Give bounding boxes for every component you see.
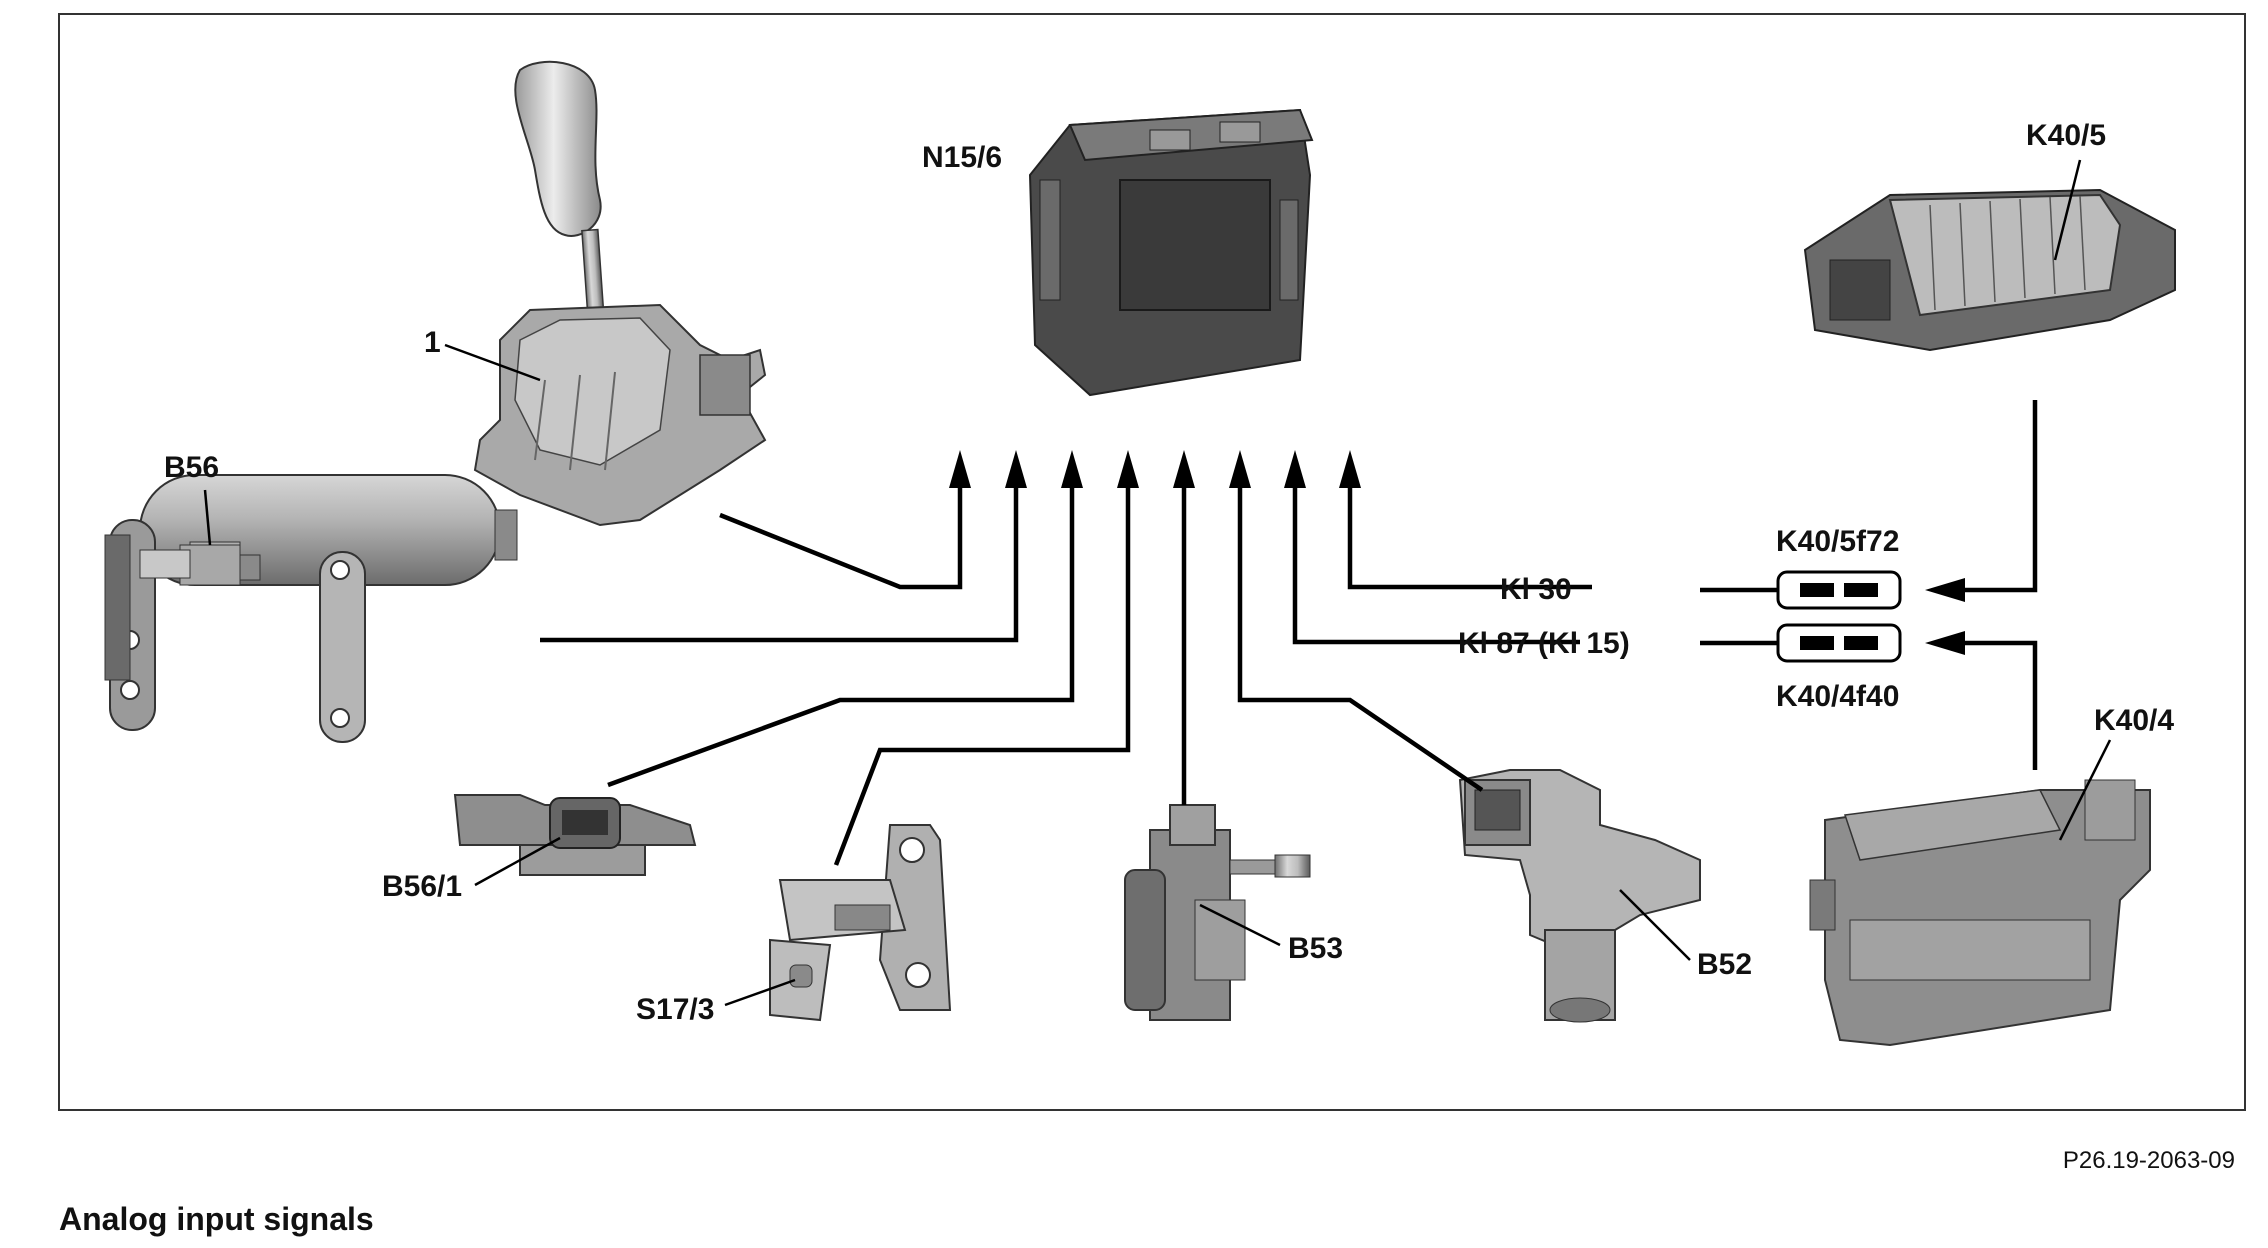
label-kl30: Kl 30 (1500, 573, 1572, 606)
arrowheads (949, 450, 1965, 655)
label-b53: B53 (1288, 932, 1343, 965)
fuse-k40-5f72-illustration (1776, 570, 1902, 610)
label-b56: B56 (164, 451, 219, 484)
diagram-frame (58, 13, 2246, 1111)
diagram-caption: Analog input signals (59, 1201, 374, 1237)
control-unit-n15-6-illustration (1028, 108, 1314, 397)
label-k40-5: K40/5 (2026, 119, 2106, 152)
signal-wires (540, 400, 2038, 866)
label-selector-lever: 1 (424, 326, 441, 359)
label-b52: B52 (1697, 948, 1752, 981)
b56-sensor-illustration (104, 474, 518, 743)
label-k40-5f72: K40/5f72 (1776, 525, 1899, 558)
k40-4-module-illustration (1809, 779, 2151, 1047)
label-kl87: Kl 87 (Kl 15) (1458, 627, 1630, 660)
b53-sensor-illustration (1124, 804, 1311, 1021)
label-s17-3: S17/3 (636, 993, 714, 1026)
s17-3-switch-illustration (769, 824, 952, 1022)
label-n15-6: N15/6 (922, 141, 1002, 174)
selector-lever-illustration (473, 60, 767, 527)
k40-5-module-illustration (1803, 188, 2176, 352)
fuse-k40-4f40-illustration (1776, 623, 1902, 663)
reference-code: P26.19-2063-09 (2063, 1147, 2235, 1174)
b56-1-sensor-illustration (453, 794, 697, 876)
label-k40-4: K40/4 (2094, 704, 2174, 737)
label-k40-4f40: K40/4f40 (1776, 680, 1899, 713)
leader-lines (203, 159, 2112, 1007)
label-b56-1: B56/1 (382, 870, 462, 903)
b52-sensor-illustration (1458, 769, 1701, 1023)
